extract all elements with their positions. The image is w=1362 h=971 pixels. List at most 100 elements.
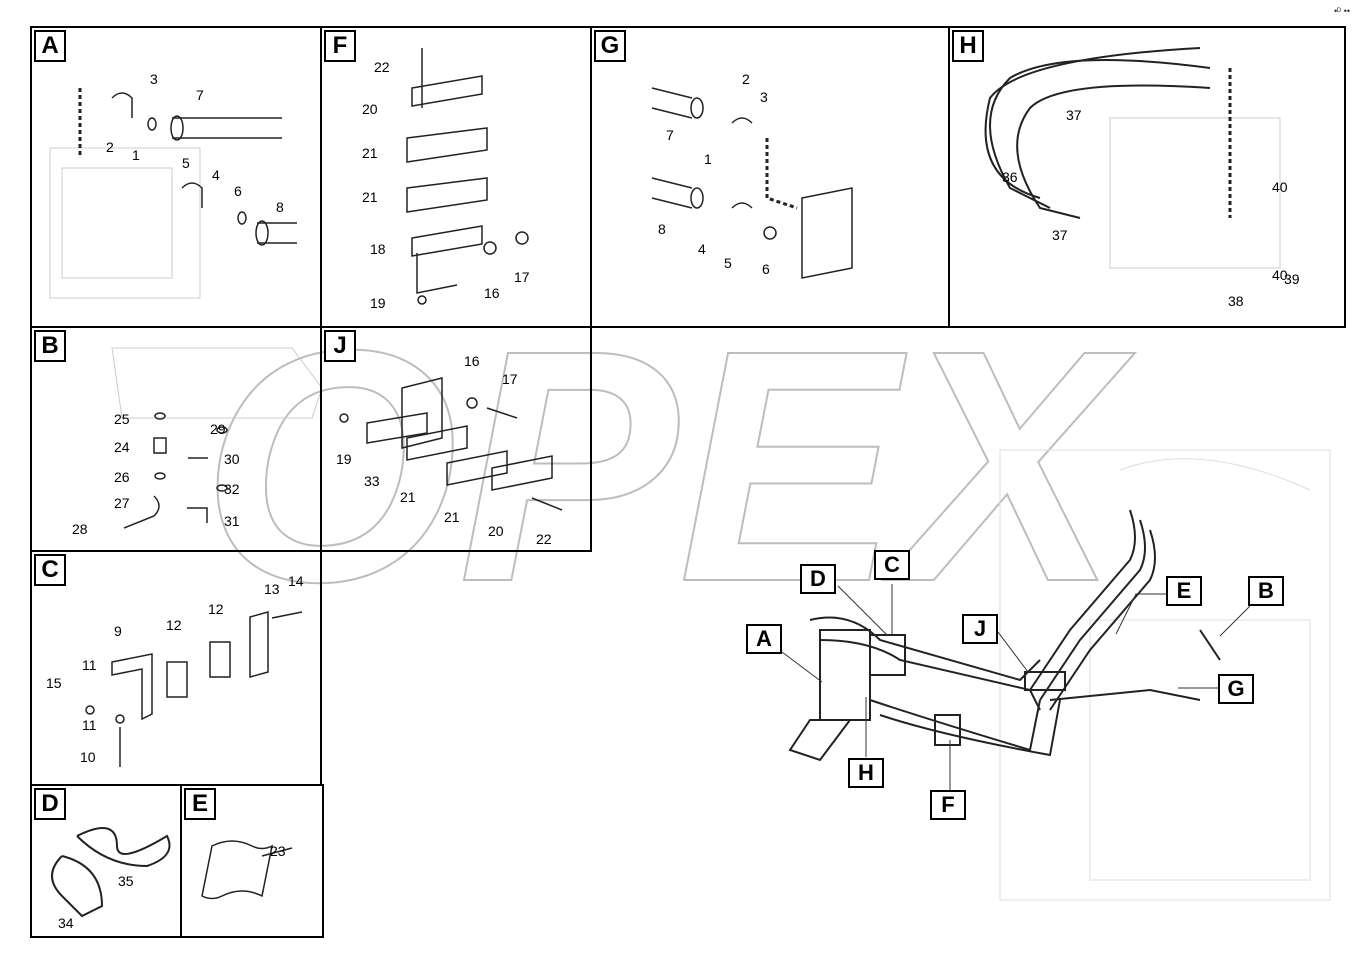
panel-e: E 23 [180, 784, 324, 938]
part-number: 4 [212, 167, 220, 183]
panel-b: B 25 29 24 30 26 32 27 31 28 [30, 326, 322, 552]
part-number: 37 [1066, 107, 1082, 123]
part-number: 5 [182, 155, 190, 171]
part-number: 38 [1228, 293, 1244, 309]
part-number: 2 [742, 71, 750, 87]
part-number: 3 [760, 89, 768, 105]
panel-g-tag: G [594, 30, 626, 62]
part-number: 21 [444, 509, 460, 525]
part-number: 4 [698, 241, 706, 257]
panel-h-drawing [984, 47, 1281, 269]
part-number: 13 [264, 581, 280, 597]
part-number: 28 [72, 521, 88, 537]
panel-g-drawing [651, 87, 853, 279]
part-number: 34 [58, 915, 74, 931]
watermark-text: OPEX [201, 281, 1135, 650]
part-number: 29 [210, 421, 226, 437]
part-number: 11 [82, 717, 97, 733]
part-number: 19 [336, 451, 352, 467]
part-number: 30 [224, 451, 240, 467]
callout-h: H [848, 758, 884, 788]
part-number: 16 [484, 285, 500, 301]
part-number: 8 [658, 221, 666, 237]
part-number: 40 [1272, 267, 1288, 283]
panel-c-tag: C [34, 554, 66, 586]
callout-e: E [1166, 576, 1202, 606]
part-number: 17 [502, 371, 518, 387]
part-number: 27 [114, 495, 130, 511]
panel-g: G 2 3 7 1 8 4 5 6 [590, 26, 950, 328]
part-number: 11 [82, 657, 97, 673]
part-number: 32 [224, 481, 240, 497]
part-number: 26 [114, 469, 130, 485]
panel-a: A 3 7 2 1 5 4 6 8 [30, 26, 322, 328]
part-number: 1 [132, 147, 140, 163]
panel-d-tag: D [34, 788, 66, 820]
part-number: 10 [80, 749, 96, 765]
panel-a-tag: A [34, 30, 66, 62]
panel-j-tag: J [324, 330, 356, 362]
part-number: 36 [1002, 169, 1018, 185]
part-number: 40 [1272, 179, 1288, 195]
part-number: 21 [362, 145, 378, 161]
part-number: 23 [270, 843, 286, 859]
part-number: 8 [276, 199, 284, 215]
callout-g: G [1218, 674, 1254, 704]
panel-e-drawing [201, 840, 293, 900]
part-number: 3 [150, 71, 158, 87]
part-number: 35 [118, 873, 134, 889]
callout-f: F [930, 790, 966, 820]
part-number: 21 [362, 189, 378, 205]
part-number: 5 [724, 255, 732, 271]
part-number: 16 [464, 353, 480, 369]
part-number: 7 [666, 127, 674, 143]
part-number: 1 [704, 151, 712, 167]
callout-b: B [1248, 576, 1284, 606]
part-number: 20 [362, 101, 378, 117]
panel-h: H 37 36 37 40 39 40 38 [948, 26, 1346, 328]
part-number: 9 [114, 623, 122, 639]
panel-f-tag: F [324, 30, 356, 62]
panel-d: D 35 34 [30, 784, 182, 938]
panel-j: J 16 17 19 33 21 21 20 22 [320, 326, 592, 552]
corner-mark: •ᴰ •• [1334, 6, 1350, 16]
panel-b-tag: B [34, 330, 66, 362]
part-number: 12 [208, 601, 224, 617]
panel-h-tag: H [952, 30, 984, 62]
panel-b-drawing [111, 347, 320, 529]
part-number: 24 [114, 439, 130, 455]
callout-a: A [746, 624, 782, 654]
panel-a-drawing [49, 88, 297, 299]
part-number: 37 [1052, 227, 1068, 243]
part-number: 20 [488, 523, 504, 539]
part-number: 22 [536, 531, 552, 547]
callout-d: D [800, 564, 836, 594]
part-number: 31 [224, 513, 240, 529]
part-number: 14 [288, 573, 304, 589]
part-number: 22 [374, 59, 390, 75]
panel-f-drawing [406, 48, 529, 305]
part-number: 25 [114, 411, 130, 427]
part-number: 33 [364, 473, 380, 489]
panel-f: F 22 20 21 21 18 16 17 19 [320, 26, 592, 328]
part-number: 7 [196, 87, 204, 103]
part-number: 21 [400, 489, 416, 505]
panel-j-drawing [339, 377, 563, 511]
part-number: 39 [1284, 271, 1300, 287]
part-number: 12 [166, 617, 182, 633]
panel-e-tag: E [184, 788, 216, 820]
part-number: 2 [106, 139, 114, 155]
panel-d-drawing [51, 827, 171, 918]
part-number: 15 [46, 675, 62, 691]
panel-c-drawing [85, 611, 303, 767]
part-number: 18 [370, 241, 386, 257]
part-number: 17 [514, 269, 530, 285]
part-number: 6 [234, 183, 242, 199]
panel-c: C 13 14 9 12 12 15 11 11 10 [30, 550, 322, 786]
callout-j: J [962, 614, 998, 644]
callout-c: C [874, 550, 910, 580]
part-number: 19 [370, 295, 386, 311]
part-number: 6 [762, 261, 770, 277]
